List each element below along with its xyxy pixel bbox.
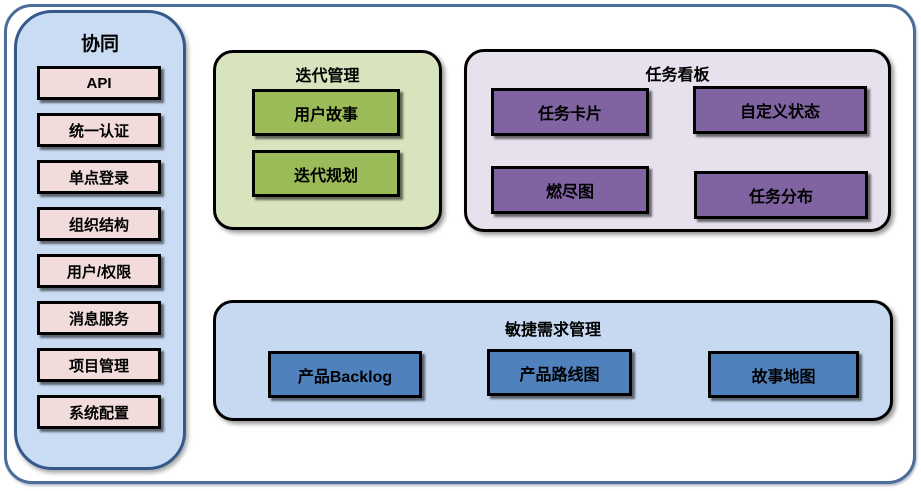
item-task-card: 任务卡片 [491, 88, 649, 136]
sidebar-item-message-service: 消息服务 [37, 301, 161, 335]
group-task-board-title: 任务看板 [645, 67, 710, 84]
sidebar-item-user-permissions: 用户/权限 [37, 254, 161, 288]
item-custom-status: 自定义状态 [693, 86, 867, 134]
item-product-backlog: 产品Backlog [268, 351, 422, 398]
item-task-distribution: 任务分布 [694, 171, 868, 219]
item-burndown-chart: 燃尽图 [491, 166, 649, 214]
group-iteration-management: 迭代管理 用户故事 迭代规划 [213, 50, 442, 230]
group-task-board: 任务看板 任务卡片 自定义状态 燃尽图 任务分布 [464, 49, 891, 232]
group-agile-requirements: 敏捷需求管理 产品Backlog 产品路线图 故事地图 [213, 300, 893, 421]
sidebar-title: 协同 [80, 34, 119, 55]
item-user-story: 用户故事 [252, 89, 400, 136]
sidebar-item-unified-auth: 统一认证 [37, 113, 161, 147]
sidebar-collaboration-panel: 协同 API 统一认证 单点登录 组织结构 用户/权限 消息服务 项目管理 系统… [14, 10, 186, 470]
sidebar-item-api: API [37, 66, 161, 100]
sidebar-item-org-structure: 组织结构 [37, 207, 161, 241]
sidebar-item-single-sign-on: 单点登录 [37, 160, 161, 194]
sidebar-item-system-config: 系统配置 [37, 395, 161, 429]
item-iteration-planning: 迭代规划 [252, 150, 400, 197]
sidebar-item-project-management: 项目管理 [37, 348, 161, 382]
item-story-map: 故事地图 [708, 351, 859, 398]
group-iteration-title: 迭代管理 [295, 68, 360, 85]
group-agile-title: 敏捷需求管理 [504, 322, 601, 339]
item-product-roadmap: 产品路线图 [487, 349, 632, 396]
